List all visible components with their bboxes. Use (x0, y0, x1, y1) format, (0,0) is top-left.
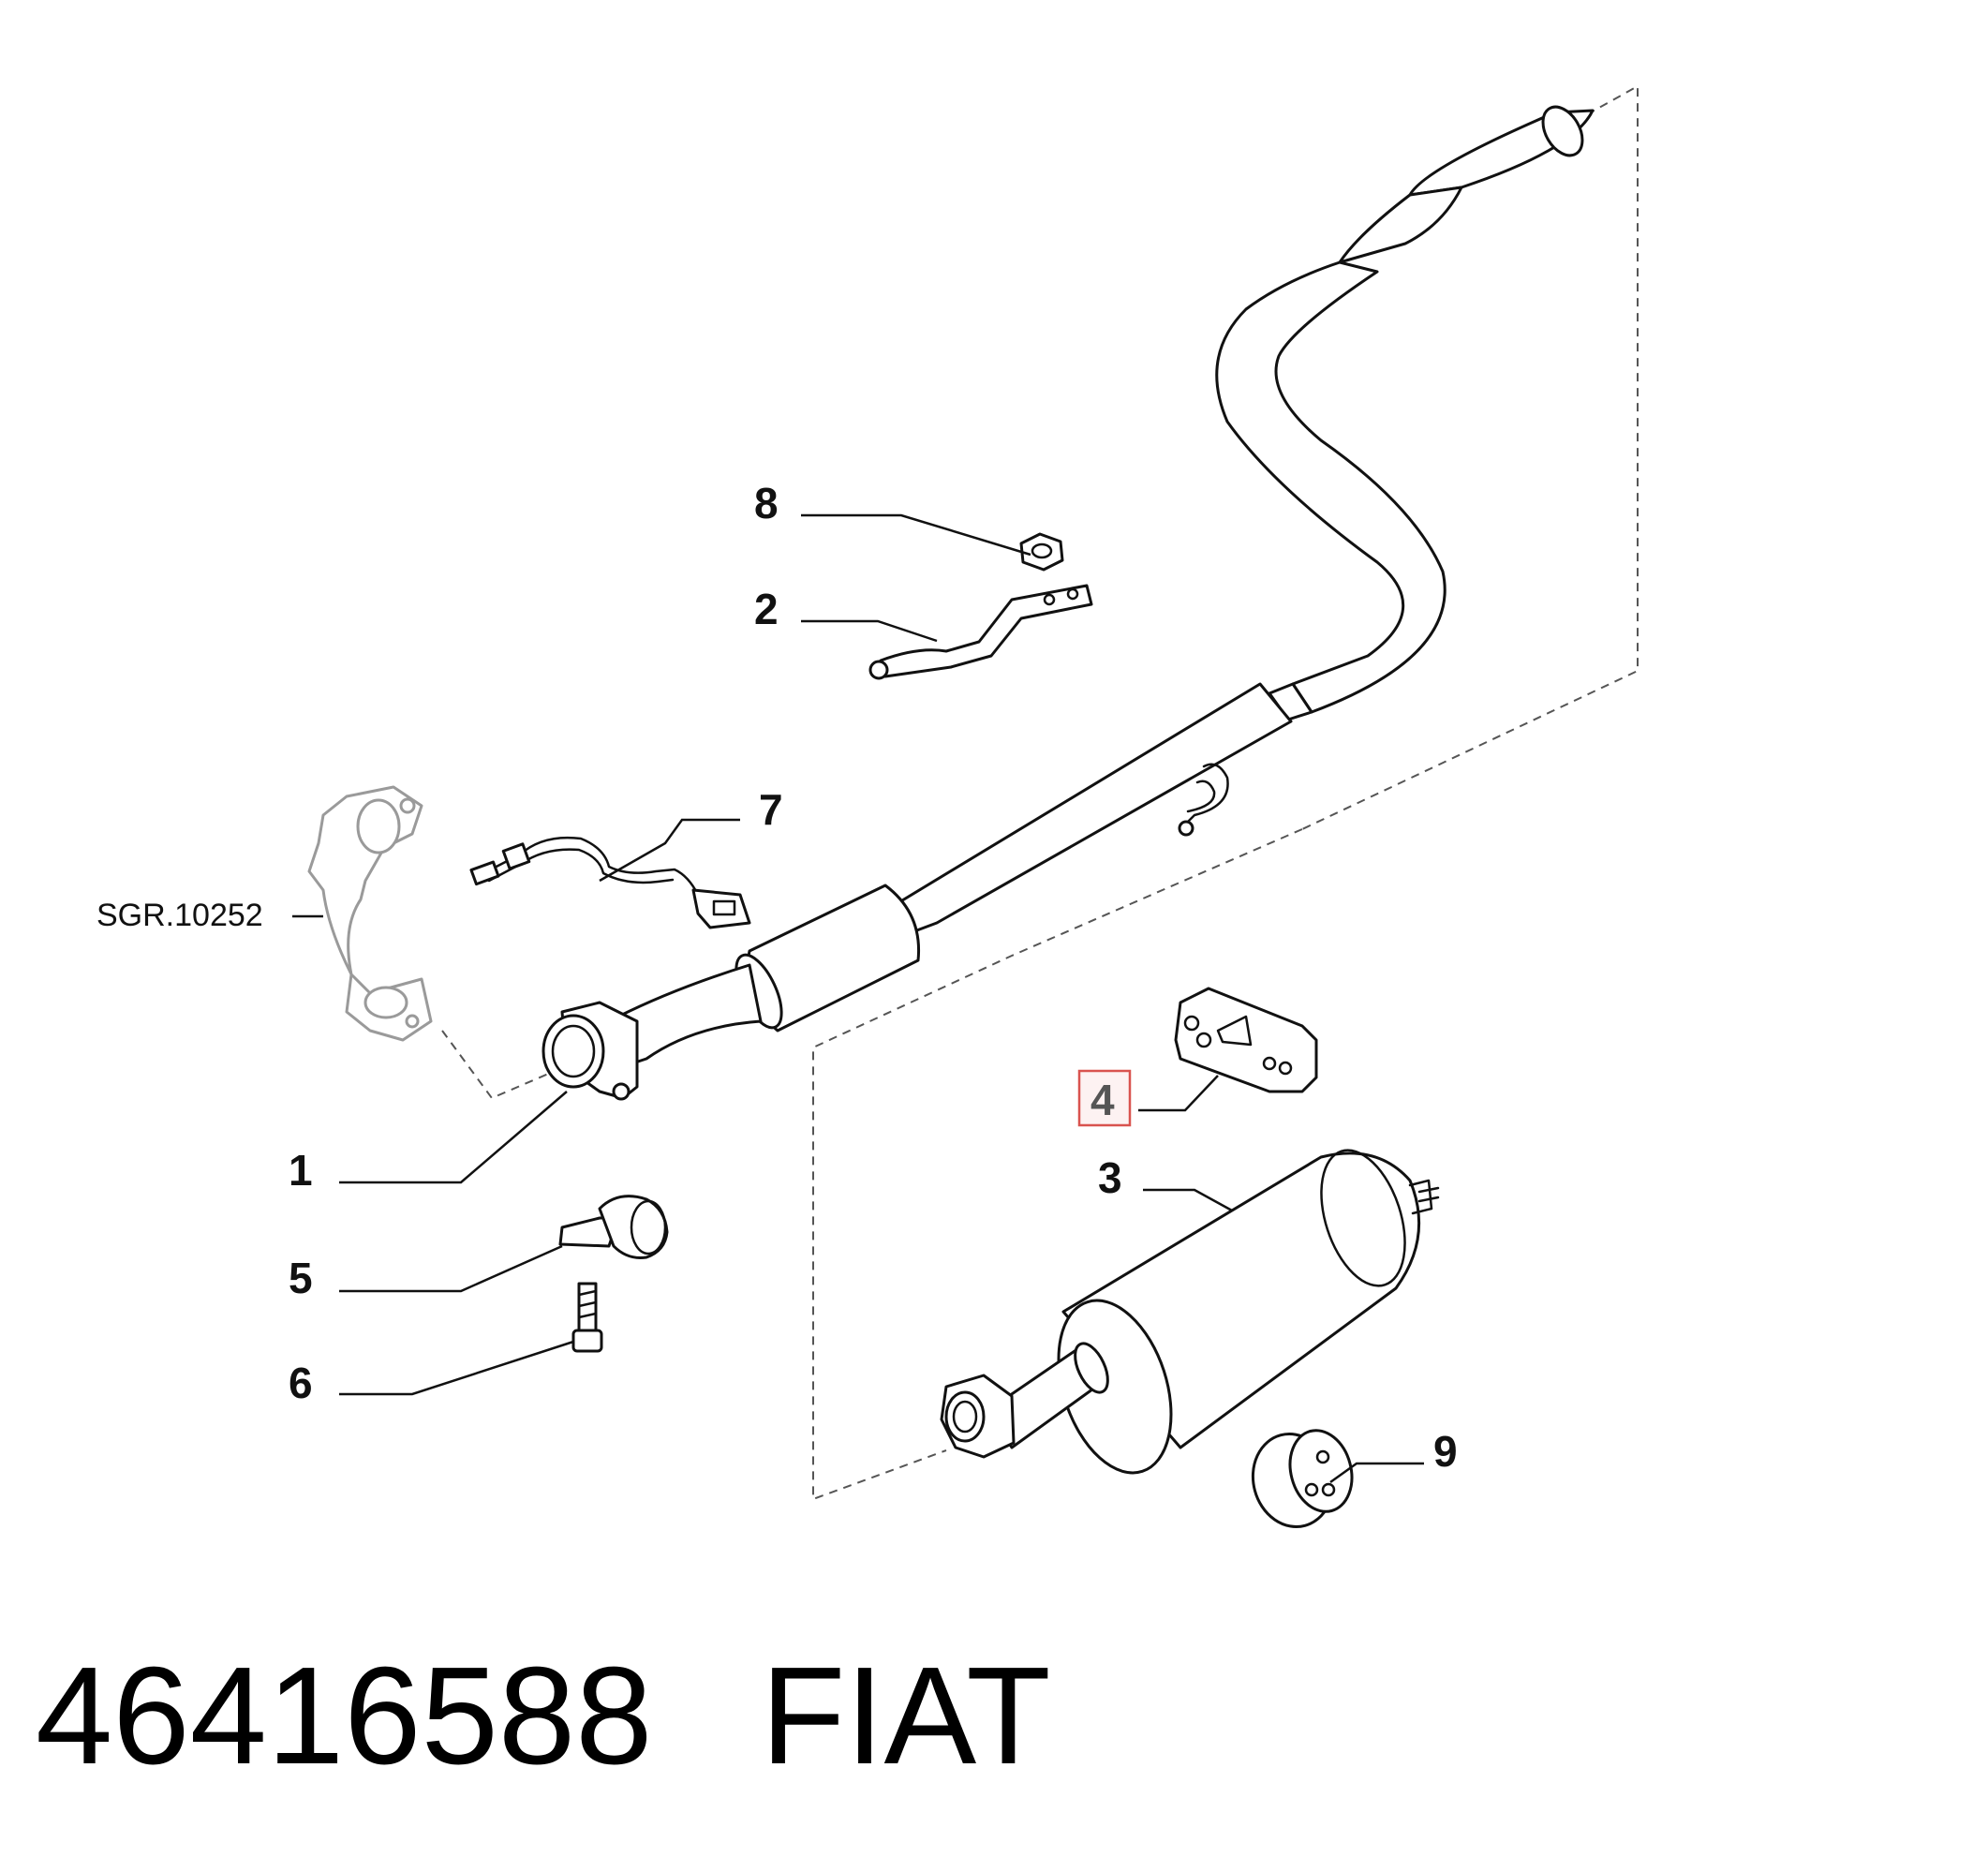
rubber-mount-part-9 (1251, 1429, 1354, 1529)
callout-5: 5 (289, 1254, 313, 1302)
rubber-hanger-part-4 (1174, 987, 1318, 1093)
footer: 46416588 FIAT (36, 1639, 1051, 1793)
silencer-part-3 (940, 1149, 1440, 1475)
leader-lines (292, 513, 1424, 1484)
nut-part-8 (1019, 532, 1064, 572)
front-exhaust-pipe (542, 105, 1595, 1101)
bolt-part-6 (571, 1282, 603, 1353)
callout-4-highlight-box (1077, 1069, 1132, 1127)
lambda-sensor-part-7 (469, 836, 751, 929)
part-number: 46416588 (36, 1639, 652, 1793)
reference-label: SGR.10252 (96, 898, 263, 933)
bracket-part-2 (868, 584, 1093, 680)
callout-labels: 8 2 7 1 5 6 3 9 4 SGR.10252 (96, 479, 1458, 1476)
callout-4: 4 (1090, 1076, 1115, 1124)
dashed-assembly-boundary (441, 84, 1639, 1501)
callout-8: 8 (754, 479, 779, 527)
callout-3: 3 (1098, 1153, 1122, 1202)
clamp-part-5 (558, 1195, 669, 1259)
manifold-reference-part (307, 785, 433, 1042)
callout-7: 7 (759, 785, 783, 834)
callout-1: 1 (289, 1146, 313, 1195)
callout-9: 9 (1433, 1427, 1458, 1476)
callout-6: 6 (289, 1359, 313, 1407)
callout-2: 2 (754, 585, 779, 633)
brand-name: FIAT (761, 1639, 1051, 1793)
